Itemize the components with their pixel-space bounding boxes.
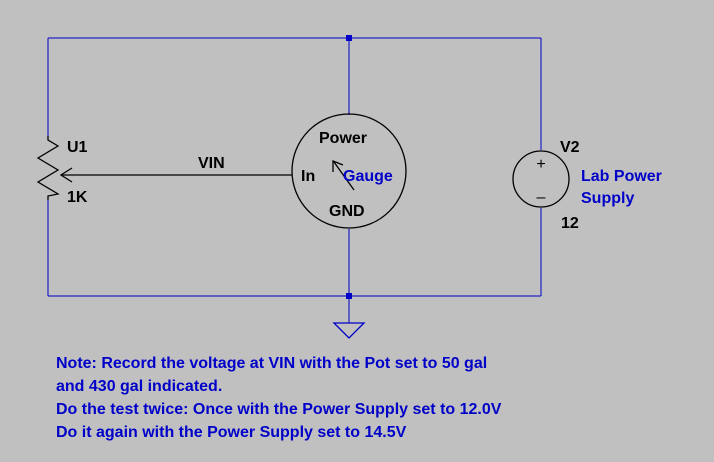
gauge-needle (333, 161, 355, 191)
ground-symbol-icon[interactable] (332, 322, 366, 339)
voltage-source-minus-icon: – (537, 189, 546, 206)
vin-net-label[interactable]: VIN (198, 155, 225, 172)
note-line: and 430 gal indicated. (56, 378, 223, 395)
voltage-source-v2[interactable] (512, 150, 570, 208)
note-line: Do the test twice: Once with the Power S… (56, 401, 502, 418)
gauge-pin-gnd-label: GND (329, 203, 365, 220)
note-line: Note: Record the voltage at VIN with the… (56, 355, 488, 372)
junction-dot-bottom (346, 293, 352, 299)
gauge-symbol[interactable] (291, 113, 407, 229)
voltage-source-ref-label: V2 (560, 139, 580, 156)
note-line: Do it again with the Power Supply set to… (56, 424, 407, 441)
gauge-name-label: Gauge (343, 168, 393, 185)
potentiometer-ref-label: U1 (67, 139, 88, 156)
voltage-source-value-label: 12 (561, 215, 579, 232)
gauge-pin-power-label: Power (319, 130, 367, 147)
voltage-source-circle (512, 150, 570, 208)
voltage-source-plus-icon: + (536, 156, 545, 173)
wiper-arrow-icon (59, 167, 73, 183)
voltage-source-name-line2: Supply (581, 190, 634, 207)
wires (47, 37, 542, 323)
gauge-circle (291, 113, 407, 229)
junction-dot-top (346, 35, 352, 41)
gauge-pin-in-label: In (301, 168, 315, 185)
gauge-needle-arrowhead-icon (332, 160, 344, 172)
resistor-zigzag (36, 136, 60, 200)
potentiometer-u1[interactable] (36, 136, 292, 200)
notes-text-block: Note: Record the voltage at VIN with the… (56, 352, 501, 444)
potentiometer-value-label: 1K (67, 189, 88, 206)
voltage-source-name-line1: Lab Power (581, 168, 662, 185)
